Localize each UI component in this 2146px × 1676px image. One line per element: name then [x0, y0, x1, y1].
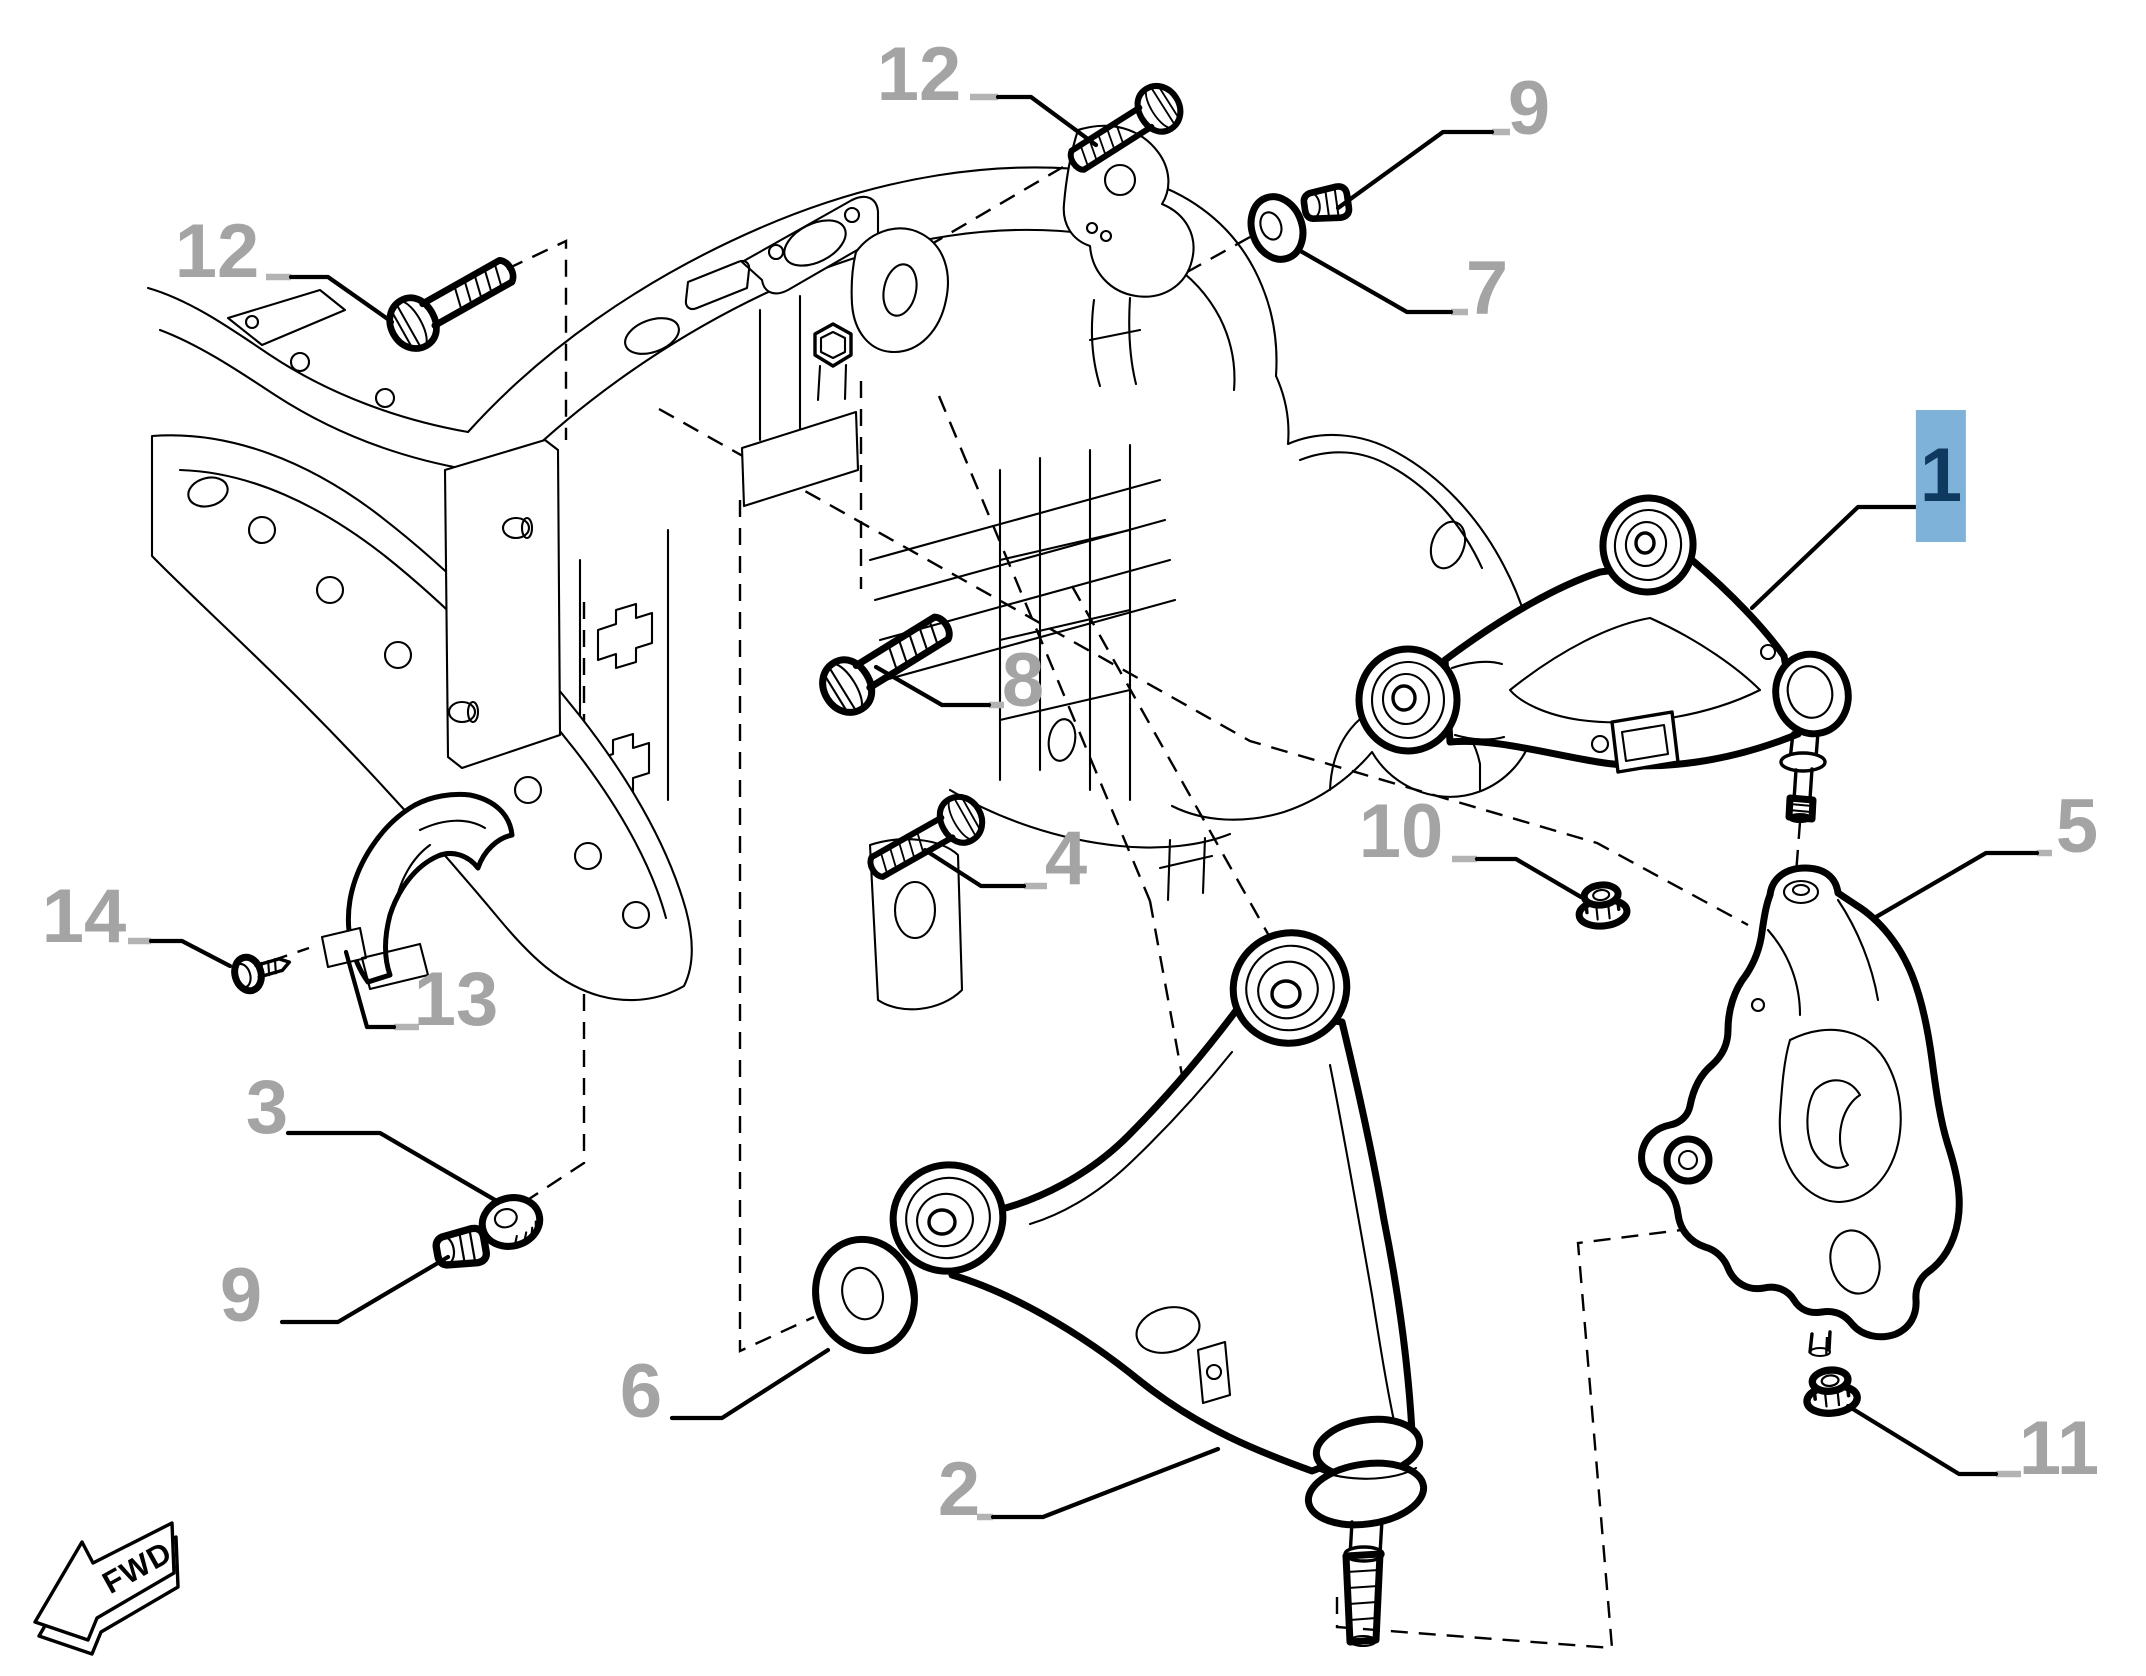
leader-line-12-left [288, 274, 395, 325]
washer-7-drawing [1247, 193, 1307, 263]
callout-9-bottom[interactable]: 9 [219, 1253, 263, 1338]
leader-line-2 [990, 1446, 1221, 1520]
upper-control-arm-drawing [1355, 494, 1852, 824]
leader-line-3 [285, 1130, 498, 1203]
leader-line-4 [922, 847, 1027, 889]
construction-line-7 [937, 395, 1152, 902]
leader-line-7 [1294, 246, 1454, 315]
leader-line-1 [1749, 504, 1920, 611]
construction-line-9 [1070, 585, 1288, 967]
leader-line-6 [669, 1347, 831, 1421]
leader-line-9-bottom [279, 1254, 451, 1325]
leader-line-9-top [1335, 129, 1495, 211]
fwd-arrow: FWD [33, 1521, 180, 1656]
plate-stud [501, 516, 534, 540]
bracket-drawing [320, 791, 515, 991]
callout-6[interactable]: 6 [619, 1349, 663, 1434]
construction-line-1 [506, 239, 568, 440]
fwd-arrow-body [33, 1521, 176, 1642]
washer-6-drawing [812, 1235, 918, 1355]
construction-line-3 [528, 602, 586, 1201]
leader-line-12-top [995, 94, 1099, 148]
callout-14[interactable]: 14 [41, 874, 127, 959]
lower-control-arm-drawing [889, 929, 1428, 1648]
leader-line-8 [873, 664, 992, 708]
construction-line-4 [738, 500, 815, 1353]
callout-7[interactable]: 7 [1465, 246, 1509, 331]
callout-5[interactable]: 5 [2055, 784, 2099, 869]
callout-9-top[interactable]: 9 [1507, 66, 1551, 151]
nut-9-bottom-drawing [434, 1227, 488, 1270]
construction-line-15 [1335, 1220, 1746, 1650]
leader-line-13 [343, 949, 397, 1030]
bolt-12-left-drawing [381, 246, 524, 357]
construction-line-6 [658, 407, 1749, 927]
plate-stud [447, 700, 480, 724]
leader-line-5 [1873, 850, 2040, 920]
subframe-drawing [146, 124, 1540, 1011]
callout-12-top[interactable]: 12 [876, 32, 962, 117]
callout-13[interactable]: 13 [413, 957, 499, 1042]
callout-10[interactable]: 10 [1358, 789, 1444, 874]
callout-2[interactable]: 2 [937, 1447, 981, 1532]
callout-1[interactable]: 1 [1915, 410, 1967, 542]
frame-hex-nut [813, 322, 853, 402]
screw-14-drawing [231, 953, 292, 995]
steering-knuckle-drawing [1638, 864, 1963, 1358]
leader-lines [128, 93, 2052, 1521]
callout-8[interactable]: 8 [1001, 638, 1045, 723]
nut-10-drawing [1576, 883, 1628, 929]
leader-line-14 [148, 938, 233, 969]
callout-12-left[interactable]: 12 [174, 209, 260, 294]
leader-line-10 [1474, 856, 1584, 900]
leader-line-11 [1845, 1403, 1999, 1477]
callout-3[interactable]: 3 [245, 1065, 289, 1150]
callout-11[interactable]: 11 [2018, 1406, 2100, 1491]
callout-4[interactable]: 4 [1044, 816, 1088, 901]
